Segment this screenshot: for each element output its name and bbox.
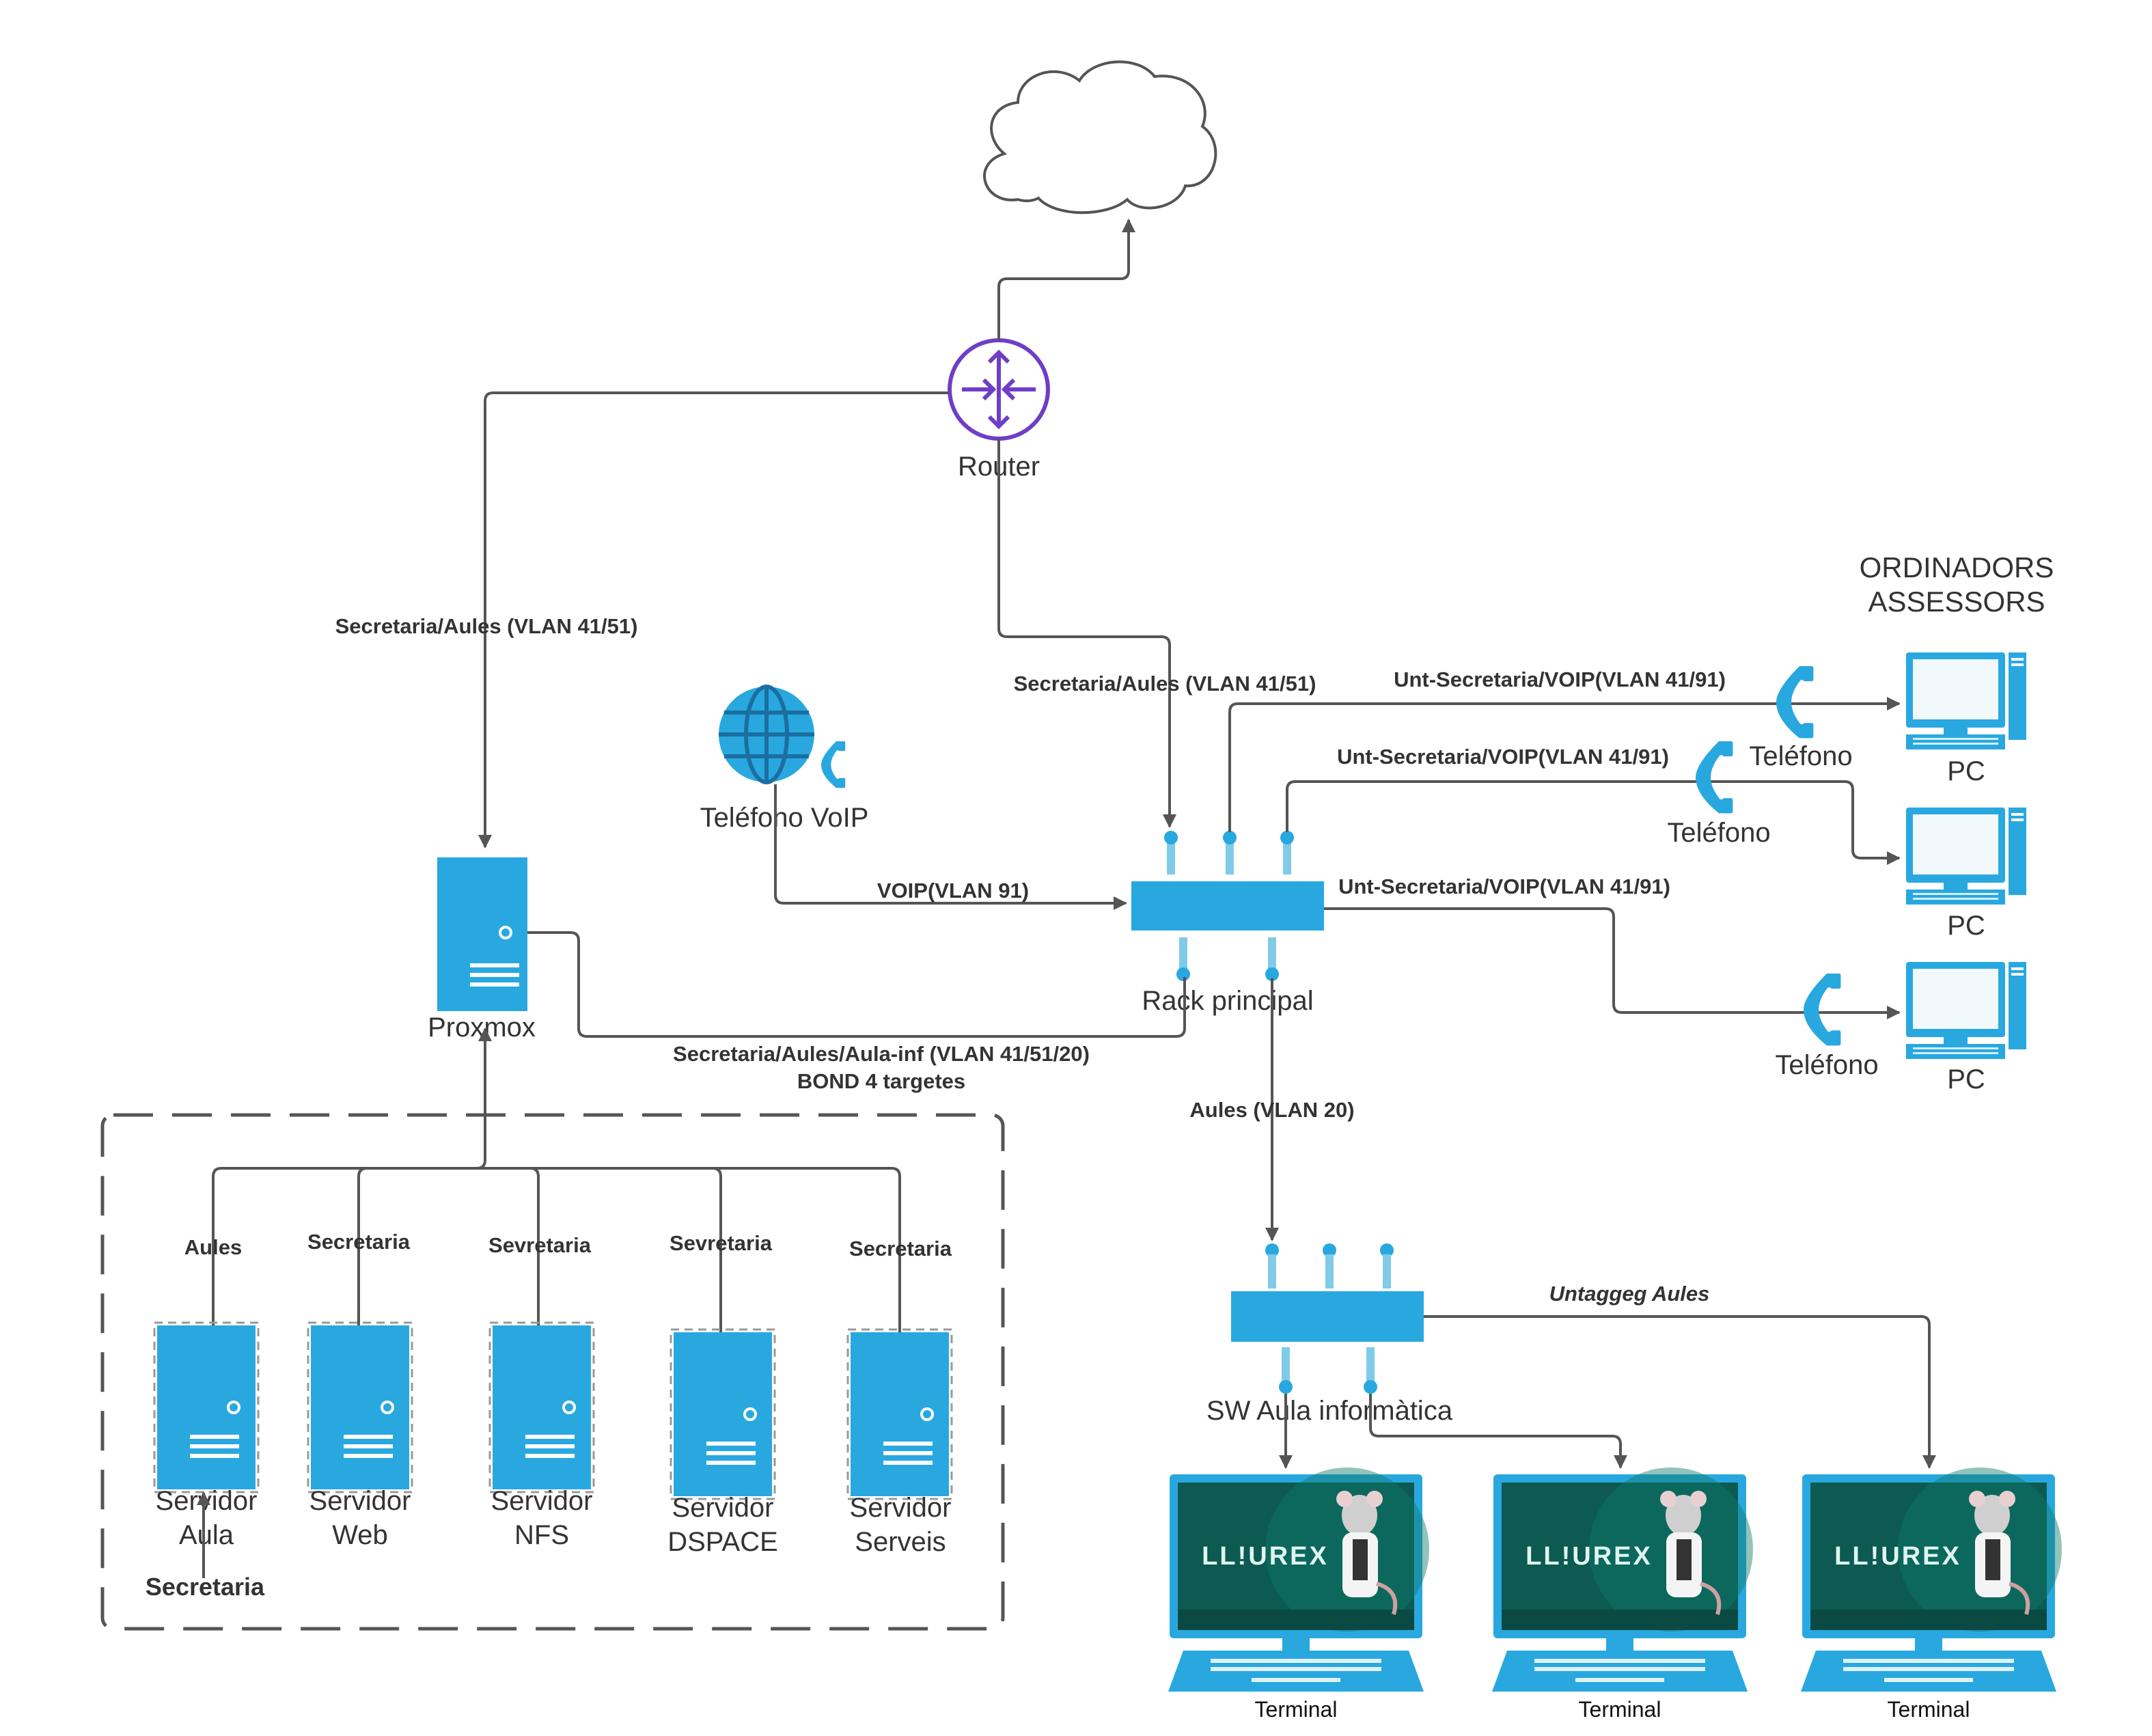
rack-switch-icon (1131, 831, 1324, 981)
untagged-edge-label: Untaggeg Aules (1549, 1282, 1710, 1306)
internet-cloud-icon (983, 60, 1217, 215)
server-web-conn-label: Secretaria (307, 1230, 411, 1254)
server-web-line (357, 1167, 485, 1329)
terminal-3-icon (1801, 1468, 2062, 1692)
pc-2-icon (1906, 808, 2026, 905)
ordinadors-heading-2: ASSESSORS (1868, 585, 2045, 618)
pc-3-icon (1906, 962, 2026, 1059)
router-cloud-line (997, 219, 1135, 340)
router-rack-edge-label: Secretaria/Aules (VLAN 41/51) (1014, 672, 1316, 695)
sw-aula-label: SW Aula informàtica (1206, 1396, 1453, 1426)
rack-label: Rack principal (1142, 986, 1313, 1016)
server-serveis-line (485, 1167, 901, 1332)
voip-phone-label: Teléfono VoIP (700, 803, 869, 833)
router-rack-line (997, 439, 1176, 828)
pc1-edge-label: Unt-Secretaria/VOIP(VLAN 41/91) (1394, 667, 1726, 691)
sw-terminal-2-line (1369, 1394, 1627, 1469)
pc-1-label: PC (1947, 756, 1985, 786)
pc-1-icon (1906, 652, 2026, 749)
proxmox-rack-bond-line (527, 931, 1186, 1038)
servers-group-boundary (100, 1113, 1005, 1631)
server-dspace-label-2: DSPACE (667, 1527, 778, 1557)
terminal-2-logo: LL!UREX (1526, 1542, 1653, 1571)
server-nfs-icon (488, 1321, 595, 1493)
proxmox-rack-edge-label-1: Secretaria/Aules/Aula-inf (VLAN 41/51/20… (673, 1042, 1090, 1066)
terminal-3-logo: LL!UREX (1834, 1542, 1961, 1571)
phone-3-label: Teléfono (1775, 1050, 1878, 1080)
terminal-1-logo: LL!UREX (1202, 1542, 1329, 1571)
rack-sw-edge-label: Aules (VLAN 20) (1189, 1098, 1354, 1122)
terminal-2-label: Terminal (1579, 1697, 1661, 1722)
terminal-2-icon (1492, 1468, 1753, 1692)
server-dspace-conn-label: Sevretaria (670, 1231, 773, 1255)
phone-2-icon (1696, 741, 1733, 814)
phone-1-label: Teléfono (1749, 741, 1852, 771)
sw-aula-switch-icon (1231, 1243, 1424, 1394)
server-nfs-label-2: NFS (514, 1520, 569, 1550)
servers-bus-line (212, 1028, 492, 1329)
server-aula-icon (153, 1321, 260, 1493)
server-dspace-label-1: Servidor (672, 1493, 774, 1523)
server-aula-label-2: Aula (179, 1520, 234, 1550)
globe-icon (719, 685, 814, 784)
server-dspace-icon (670, 1328, 776, 1500)
pc3-edge-label: Unt-Secretaria/VOIP(VLAN 41/91) (1338, 874, 1670, 898)
server-serveis-label-1: Servidor (850, 1493, 952, 1523)
rack-pc1-line (1228, 697, 1901, 832)
ordinadors-heading-1: ORDINADORS (1860, 551, 2054, 583)
pc2-edge-label: Unt-Secretaria/VOIP(VLAN 41/91) (1337, 745, 1669, 769)
secretaria-bottom-label: Secretaria (146, 1573, 265, 1601)
voip-edge-label: VOIP(VLAN 91) (877, 879, 1029, 903)
server-nfs-conn-label: Sevretaria (488, 1233, 592, 1257)
phone-3-icon (1804, 974, 1841, 1046)
server-web-icon (307, 1321, 413, 1493)
phone-1-icon (1776, 666, 1814, 739)
phone-2-label: Teléfono (1667, 818, 1770, 848)
router-proxmox-line (478, 391, 950, 849)
rack-pc3-line (1324, 907, 1901, 1019)
server-aula-conn-label: Aules (184, 1235, 242, 1259)
rack-pc2-line (1286, 780, 1901, 865)
server-aula-label-1: Servidor (156, 1486, 258, 1516)
server-web-label-2: Web (332, 1520, 388, 1550)
server-web-label-1: Servidor (309, 1486, 411, 1516)
server-serveis-conn-label: Secretaria (849, 1237, 952, 1260)
sw-terminal-3-line (1424, 1315, 1936, 1469)
server-serveis-icon (846, 1328, 953, 1500)
voip-rack-line (774, 784, 1127, 910)
server-nfs-label-1: Servidor (491, 1486, 593, 1516)
proxmox-server-icon (437, 857, 527, 1011)
router-icon (948, 338, 1050, 441)
terminal-3-label: Terminal (1888, 1697, 1970, 1722)
pc-2-label: PC (1947, 911, 1985, 941)
proxmox-rack-edge-label-2: BOND 4 targetes (797, 1069, 965, 1093)
terminal-1-icon (1168, 1468, 1429, 1692)
terminal-1-label: Terminal (1255, 1697, 1338, 1722)
router-proxmox-edge-label: Secretaria/Aules (VLAN 41/51) (335, 614, 638, 638)
pc-3-label: PC (1947, 1064, 1985, 1094)
server-serveis-label-2: Serveis (855, 1527, 946, 1557)
voip-phone-icon (821, 741, 846, 788)
proxmox-label: Proxmox (428, 1012, 536, 1043)
